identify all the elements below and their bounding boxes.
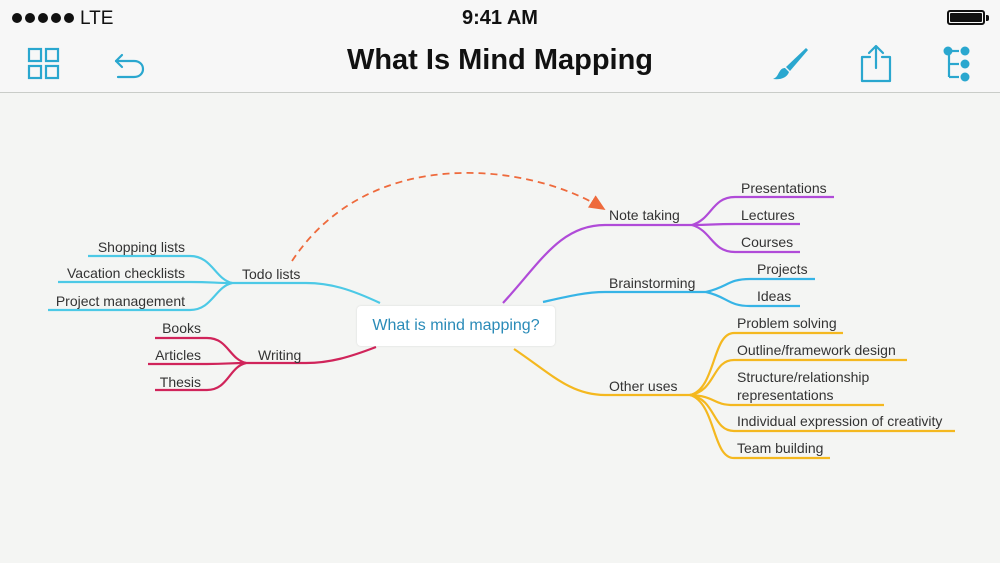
subtopic-courses[interactable]: Courses — [741, 234, 793, 250]
topic-brainstorming[interactable]: Brainstorming — [609, 275, 695, 291]
subtopic-articles[interactable]: Articles — [155, 347, 201, 363]
todo-branch-lines — [48, 254, 381, 312]
status-bar: LTE 9:41 AM — [0, 0, 1000, 36]
subtopic-shopping-lists[interactable]: Shopping lists — [98, 239, 185, 255]
subtopic-outline-framework-design[interactable]: Outline/framework design — [737, 342, 896, 358]
other-uses-branch-lines — [513, 331, 955, 460]
signal-strength-icon — [12, 13, 74, 23]
subtopic-lectures[interactable]: Lectures — [741, 207, 795, 223]
central-topic[interactable]: What is mind mapping? — [357, 306, 555, 346]
note-taking-branch-lines — [502, 195, 834, 304]
mind-map-connections: Todo lists Shopping lists Vacation check… — [48, 172, 955, 460]
topic-todo-lists[interactable]: Todo lists — [242, 266, 300, 282]
subtopic-individual-expression[interactable]: Individual expression of creativity — [737, 413, 942, 429]
style-brush-icon[interactable] — [770, 44, 810, 84]
outline-tree-icon[interactable] — [940, 44, 980, 84]
topic-other-uses[interactable]: Other uses — [609, 378, 677, 394]
topic-note-taking[interactable]: Note taking — [609, 207, 680, 223]
carrier-label: LTE — [80, 8, 114, 29]
subtopic-thesis[interactable]: Thesis — [160, 374, 201, 390]
page-title: What Is Mind Mapping — [346, 44, 654, 76]
subtopic-structure-relationship-line1[interactable]: Structure/relationship — [737, 369, 870, 385]
mind-map-canvas[interactable]: Todo lists Shopping lists Vacation check… — [0, 93, 1000, 563]
grid-view-icon[interactable] — [24, 44, 64, 84]
battery-icon — [947, 10, 989, 25]
writing-branch-lines — [148, 336, 377, 392]
undo-icon[interactable] — [108, 44, 148, 84]
subtopic-problem-solving[interactable]: Problem solving — [737, 315, 837, 331]
status-time: 9:41 AM — [462, 7, 538, 29]
toolbar: What Is Mind Mapping — [0, 36, 1000, 93]
relationship-arrow — [291, 172, 606, 262]
topic-writing[interactable]: Writing — [258, 347, 301, 363]
subtopic-vacation-checklists[interactable]: Vacation checklists — [67, 265, 185, 281]
brainstorming-branch-lines — [542, 277, 815, 308]
subtopic-projects[interactable]: Projects — [757, 261, 808, 277]
subtopic-books[interactable]: Books — [162, 320, 201, 336]
subtopic-team-building[interactable]: Team building — [737, 440, 823, 456]
share-icon[interactable] — [856, 44, 896, 84]
subtopic-project-management[interactable]: Project management — [56, 293, 185, 309]
subtopic-ideas[interactable]: Ideas — [757, 288, 791, 304]
subtopic-presentations[interactable]: Presentations — [741, 180, 827, 196]
subtopic-structure-relationship-line2[interactable]: representations — [737, 387, 834, 403]
